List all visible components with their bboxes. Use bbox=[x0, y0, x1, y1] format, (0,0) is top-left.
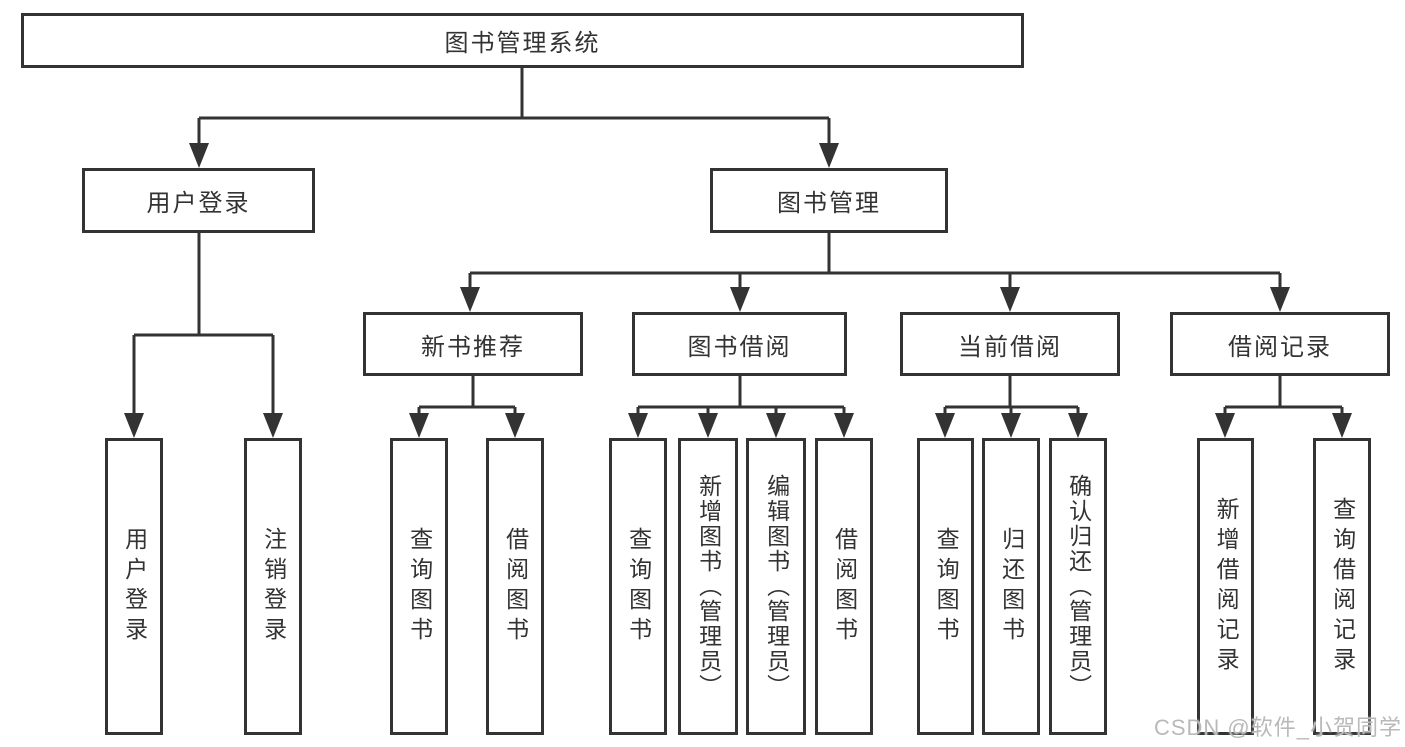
node-current-borrowing: 当前借阅 bbox=[900, 312, 1120, 376]
node-book-borrowing: 图书借阅 bbox=[632, 312, 847, 376]
node-new-book-recommend: 新书推荐 bbox=[363, 312, 583, 376]
node-label: 查询图书 bbox=[625, 526, 652, 647]
node-label: 借阅图书 bbox=[502, 526, 529, 647]
node-label: 归还图书 bbox=[998, 526, 1025, 647]
node-label: 图书管理系统 bbox=[444, 30, 601, 57]
node-system: 图书管理系统 bbox=[21, 13, 1024, 68]
node-borrow-books-1: 借阅图书 bbox=[486, 438, 544, 735]
node-login: 用户登录 bbox=[105, 438, 163, 735]
node-add-books-admin: 新增图书（管理员） bbox=[678, 438, 738, 735]
node-add-borrow-record: 新增借阅记录 bbox=[1197, 438, 1254, 735]
node-label: 编辑图书（管理员） bbox=[763, 474, 790, 699]
node-label: 查询图书 bbox=[406, 526, 433, 647]
node-return-books: 归还图书 bbox=[982, 438, 1040, 735]
node-label: 用户登录 bbox=[121, 526, 148, 647]
node-edit-books-admin: 编辑图书（管理员） bbox=[746, 438, 806, 735]
node-label: 当前借阅 bbox=[958, 333, 1062, 361]
node-label: 注销登录 bbox=[260, 526, 287, 647]
node-label: 新书推荐 bbox=[421, 333, 525, 361]
node-label: 确认归还（管理员） bbox=[1065, 474, 1092, 699]
node-label: 用户登录 bbox=[146, 190, 251, 217]
node-label: 查询图书 bbox=[933, 526, 960, 647]
node-book-management: 图书管理 bbox=[710, 168, 948, 233]
node-label: 图书借阅 bbox=[687, 333, 792, 361]
node-logout: 注销登录 bbox=[244, 438, 302, 735]
node-label: 新增图书（管理员） bbox=[695, 474, 722, 699]
node-query-borrow-record: 查询借阅记录 bbox=[1313, 438, 1371, 735]
node-label: 图书管理 bbox=[777, 190, 881, 217]
node-label: 查询借阅记录 bbox=[1329, 496, 1356, 677]
node-query-books-3: 查询图书 bbox=[917, 438, 974, 735]
node-user-login: 用户登录 bbox=[82, 168, 315, 233]
node-label: 借阅记录 bbox=[1228, 333, 1332, 361]
node-label: 借阅图书 bbox=[831, 526, 858, 647]
node-query-books-2: 查询图书 bbox=[609, 438, 667, 735]
node-confirm-return-admin: 确认归还（管理员） bbox=[1049, 438, 1107, 735]
node-query-books-1: 查询图书 bbox=[390, 438, 448, 735]
node-borrow-books-2: 借阅图书 bbox=[815, 438, 873, 735]
node-label: 新增借阅记录 bbox=[1213, 496, 1240, 677]
watermark-text: CSDN @软件_小贺同学 bbox=[1153, 715, 1402, 740]
node-borrowing-records: 借阅记录 bbox=[1170, 312, 1390, 376]
